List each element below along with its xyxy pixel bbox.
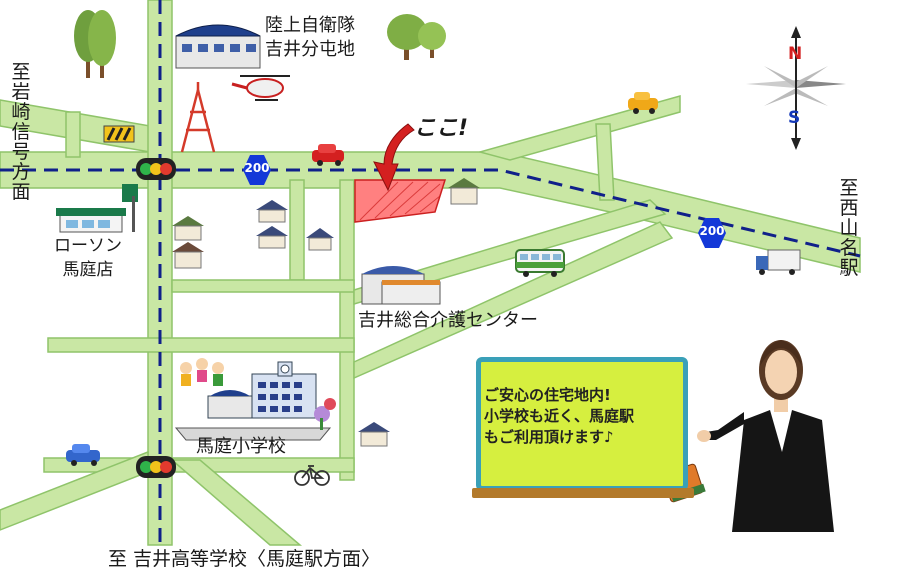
house-icon	[358, 422, 390, 447]
route-200-badge-east	[698, 218, 726, 248]
compass-north-label: N	[788, 44, 803, 64]
compass-icon	[746, 26, 846, 150]
here-arrow-icon	[373, 123, 415, 192]
speech-text: ご安心の住宅地内! 小学校も近く、馬庭駅 もご利用頂けます♪	[484, 385, 688, 448]
lawson-store-icon	[56, 184, 138, 233]
to-nishiyamana-label: 至西山名駅	[839, 177, 859, 279]
school-building-icon	[174, 361, 332, 441]
street-a	[289, 179, 305, 281]
speech-line-2: 小学校も近く、馬庭駅	[484, 407, 635, 425]
traffic-light-south-icon	[136, 456, 176, 478]
flower-icon	[314, 398, 336, 430]
car-icon	[66, 444, 100, 466]
barrier-icon	[103, 125, 135, 143]
route-200-label-west: 200	[244, 161, 270, 175]
gsdf-building-icon	[175, 24, 261, 69]
route-200-badge-west	[243, 155, 271, 185]
school-label: 馬庭小学校	[196, 436, 286, 457]
here-label: ここ!	[414, 116, 469, 141]
road-southeast-1	[353, 199, 667, 305]
street-d	[47, 337, 355, 353]
house-icon	[172, 242, 204, 269]
lawson-label: ローソン 馬庭店	[54, 236, 122, 280]
tower-icon	[180, 82, 216, 153]
to-yoshii-hs-label: 至 吉井高等学校〈馬庭駅方面〉	[108, 548, 381, 570]
house-icon	[256, 226, 288, 249]
guide-woman-icon	[697, 340, 834, 532]
compass-south-label: S	[788, 108, 801, 128]
road-northeast	[477, 95, 681, 161]
traffic-light-north-icon	[136, 158, 176, 180]
tree-icon	[74, 10, 116, 78]
tree-icon	[387, 14, 446, 60]
bicycle-icon	[294, 465, 330, 486]
street-b	[339, 179, 355, 481]
bus-icon	[515, 249, 565, 277]
speech-line-3: もご利用頂けます♪	[484, 428, 614, 446]
helicopter-icon	[231, 75, 290, 101]
road-west-stub	[65, 111, 81, 158]
road-network	[0, 0, 861, 546]
car-icon	[628, 92, 658, 114]
speech-line-1: ご安心の住宅地内!	[484, 386, 611, 404]
to-iwasaki-label: 至岩崎信号方面	[11, 61, 31, 203]
children-icon	[180, 358, 224, 386]
car-icon	[312, 144, 344, 166]
road-south	[169, 459, 303, 546]
target-lot	[354, 179, 447, 223]
target-parcel	[354, 179, 447, 223]
house-icon	[306, 228, 334, 251]
speech-board-tray	[472, 488, 694, 498]
gsdf-label: 陸上自衛隊 吉井分屯地	[265, 15, 355, 60]
house-icon	[448, 178, 480, 205]
road-branch-east	[595, 123, 615, 201]
care-center-building-icon	[361, 266, 441, 305]
house-icon	[256, 200, 288, 223]
route-200-label-east: 200	[699, 224, 725, 238]
house-icon	[172, 216, 204, 241]
truck-icon	[756, 249, 801, 275]
street-c	[171, 279, 355, 293]
care-center-label: 吉井総合介護センター	[358, 310, 538, 331]
